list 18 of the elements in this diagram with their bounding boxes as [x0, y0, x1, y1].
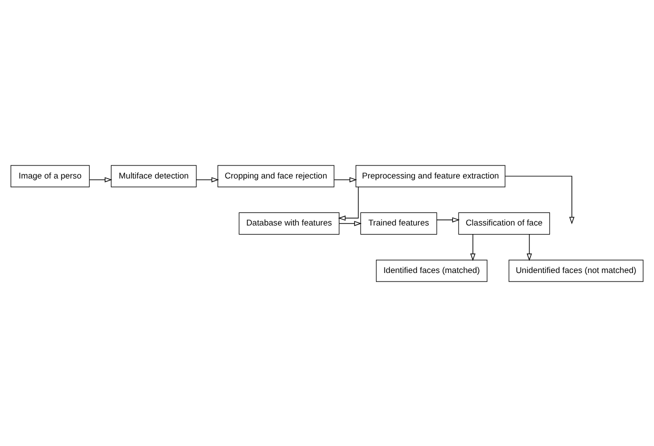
arrow — [470, 234, 476, 260]
node-box: Unidentified faces (not matched) — [508, 259, 644, 282]
node-box: Classification of face — [458, 212, 550, 234]
arrow — [196, 176, 219, 182]
arrow — [526, 234, 532, 260]
arrow — [504, 175, 574, 224]
arrow — [338, 220, 362, 226]
node-box: Image of a perso — [10, 164, 90, 187]
node-box: Database with features — [238, 212, 340, 234]
arrow — [338, 186, 359, 220]
arrow — [436, 216, 460, 222]
node-box: Multiface detection — [110, 164, 197, 187]
node-box: Identified faces (matched) — [376, 259, 488, 282]
arrow — [334, 176, 357, 182]
node-box: Preprocessing and feature extraction — [356, 164, 506, 187]
node-box: Cropping and face rejection — [218, 164, 334, 187]
arrow — [89, 176, 112, 182]
node-box: Trained features — [360, 212, 438, 234]
